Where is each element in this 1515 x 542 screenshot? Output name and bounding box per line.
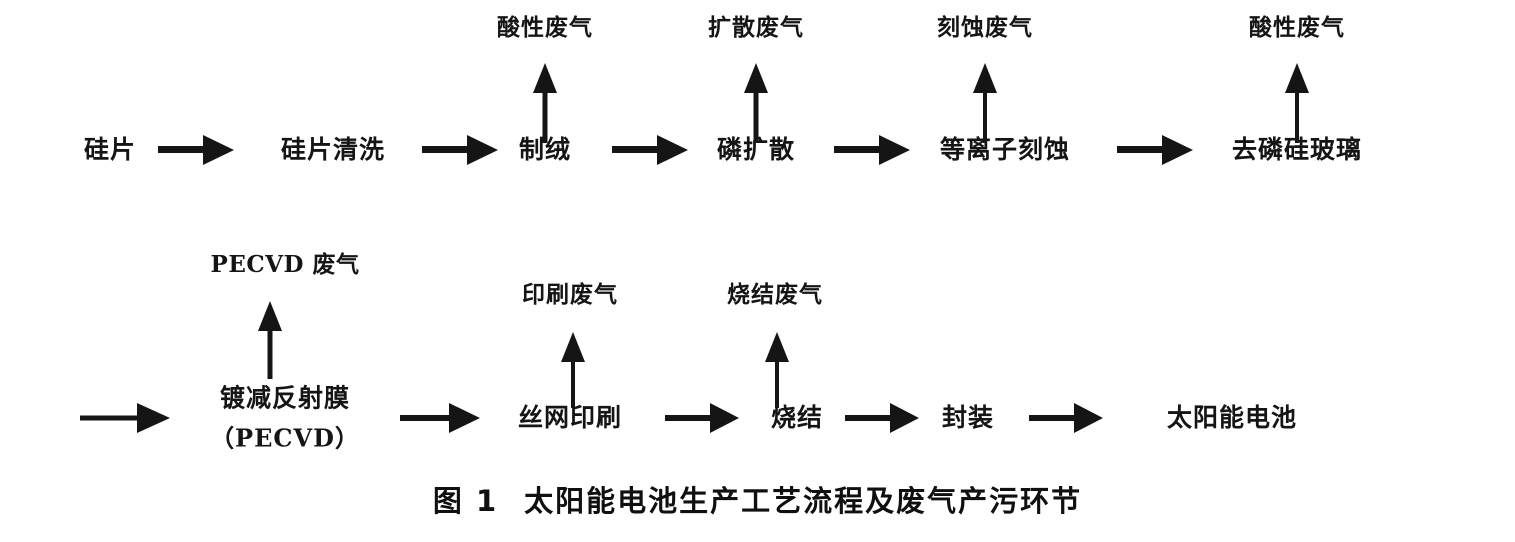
flow-arrow-etching-to-psg [1117, 135, 1193, 165]
flow-arrow-wafer-to-cleaning [158, 135, 234, 165]
flow-arrow-pecvd-to-printing [400, 403, 480, 433]
emission-label-printing-gas: 印刷废气 [522, 281, 618, 308]
emission-label-diffusion-gas: 扩散废气 [708, 14, 804, 41]
process-step-phosphorus-diffusion: 磷扩散 [716, 134, 796, 164]
figure-caption: 图 1 太阳能电池生产工艺流程及废气产污环节 [0, 478, 1515, 520]
emission-label-pecvd-gas: PECVD 废气 [210, 250, 360, 278]
flow-arrow-texturing-to-diffusion [612, 135, 688, 165]
process-step-solar-cell: 太阳能电池 [1166, 402, 1298, 432]
emission-arrow-up-etching [972, 63, 998, 143]
flow-arrow-diffusion-to-etching [834, 135, 910, 165]
emission-label-etching-gas: 刻蚀废气 [937, 14, 1033, 41]
emission-label-sintering-gas: 烧结废气 [727, 281, 823, 308]
emission-arrow-up-psg [1284, 63, 1310, 143]
emission-arrow-up-diffusion [743, 63, 769, 143]
process-step-wafer-cleaning: 硅片清洗 [280, 134, 386, 164]
flow-arrow-encapsulation-to-solar-cell [1029, 403, 1103, 433]
flow-arrow-printing-to-sintering [665, 403, 739, 433]
emission-label-acid-gas-psg: 酸性废气 [1249, 14, 1345, 41]
flow-arrow-cleaning-to-texturing [422, 135, 498, 165]
process-step-antireflection-coating: 镀减反射膜 （PECVD） [210, 383, 360, 453]
process-step-remove-psg: 去磷硅玻璃 [1231, 134, 1363, 164]
flow-arrow-continuation-from-row1 [80, 403, 170, 433]
process-step-antireflection-coating-sublabel: （PECVD） [210, 423, 360, 453]
emission-arrow-up-sintering [764, 332, 790, 408]
process-step-encapsulation: 封装 [941, 402, 995, 432]
emission-arrow-up-printing [560, 332, 586, 408]
process-step-silicon-wafer: 硅片 [83, 134, 137, 164]
process-step-antireflection-coating-label: 镀减反射膜 [219, 383, 350, 413]
process-step-screen-printing: 丝网印刷 [517, 402, 623, 432]
figure-caption-number: 图 1 [432, 484, 499, 518]
process-step-texturing: 制绒 [518, 134, 572, 164]
emission-label-acid-gas-texturing: 酸性废气 [497, 14, 593, 41]
process-step-sintering: 烧结 [770, 402, 824, 432]
flow-arrow-sintering-to-encapsulation [845, 403, 919, 433]
emission-arrow-up-pecvd [257, 301, 283, 379]
emission-arrow-up-texturing [532, 63, 558, 143]
process-step-plasma-etching: 等离子刻蚀 [939, 134, 1071, 164]
figure-caption-title: 太阳能电池生产工艺流程及废气产污环节 [524, 484, 1083, 518]
